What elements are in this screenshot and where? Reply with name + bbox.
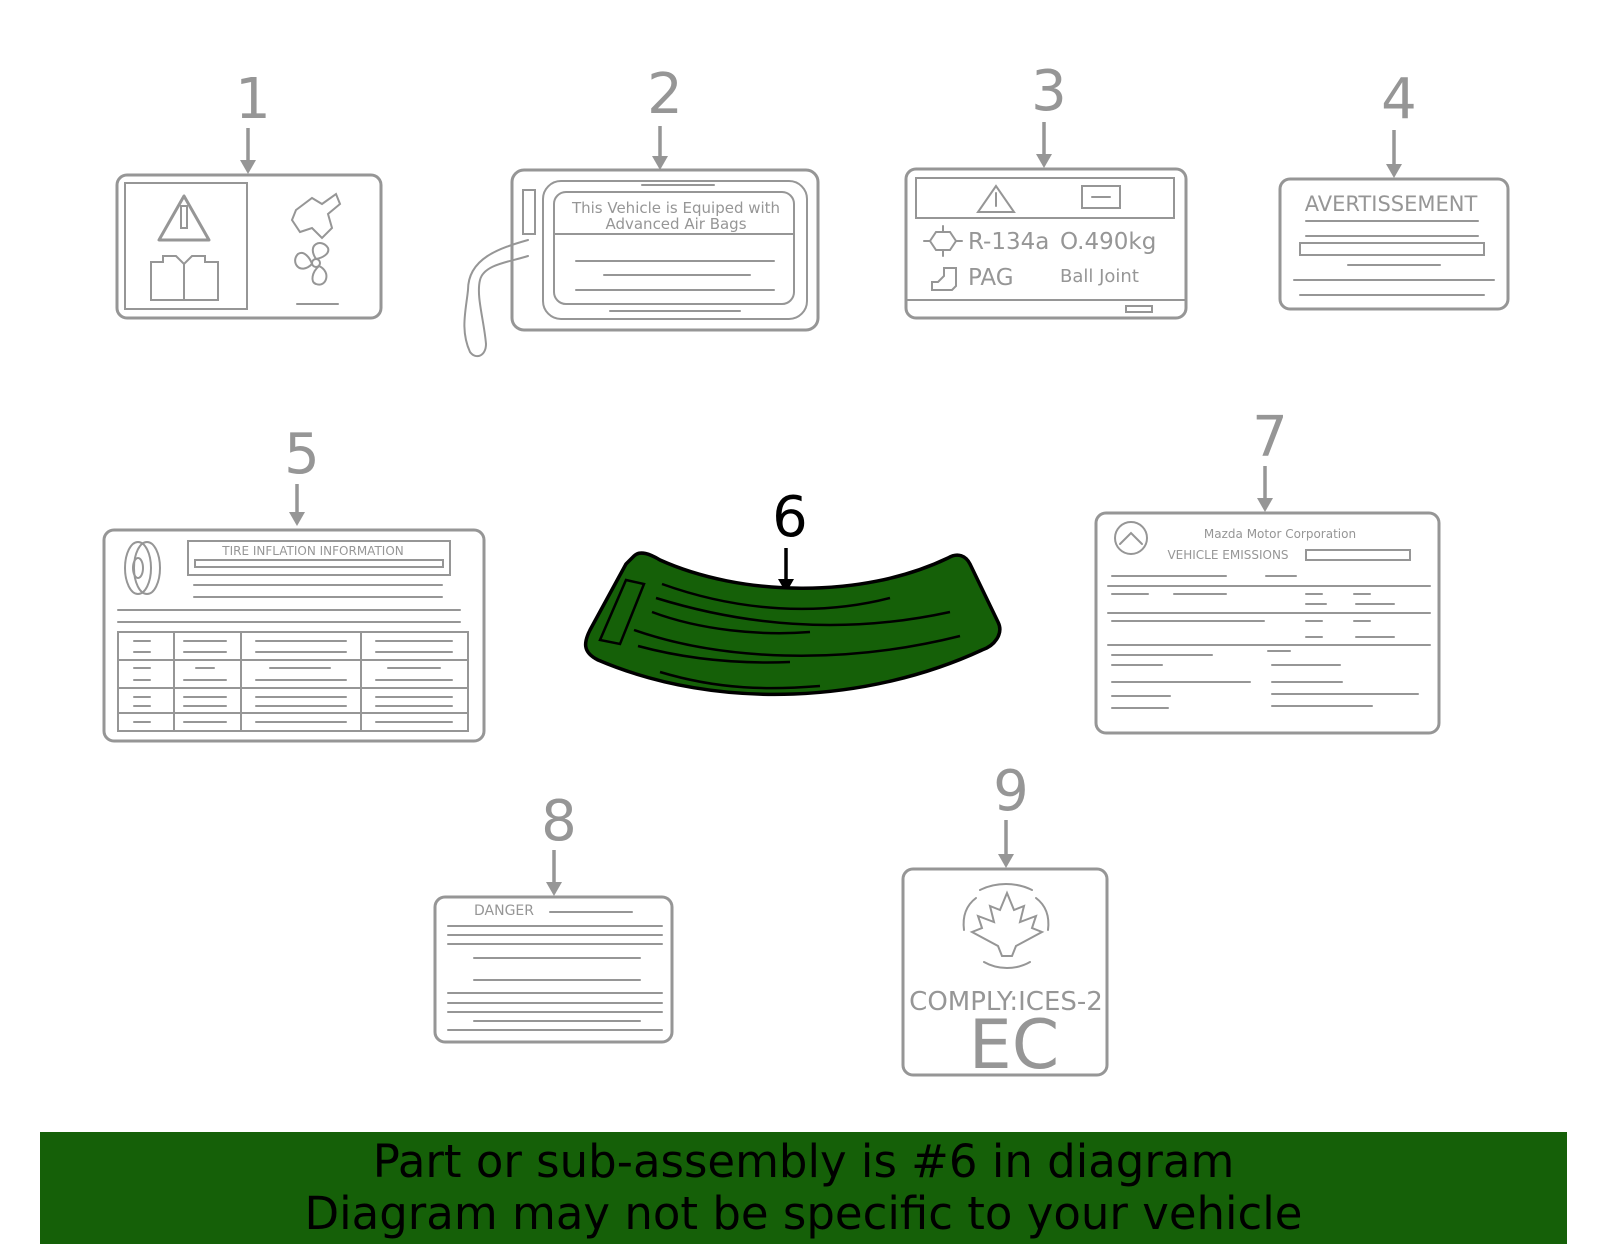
label-header-box <box>915 177 1175 219</box>
part-line <box>651 610 811 635</box>
warning-triangle-icon <box>157 194 211 242</box>
callout-number: 8 <box>541 789 577 854</box>
label-outline <box>433 895 674 1044</box>
label-outline <box>102 528 486 743</box>
avertissement-title: AVERTISSEMENT <box>1305 192 1478 216</box>
refrigerant-type: R-134a <box>968 229 1049 255</box>
part-5-tire-label[interactable]: 5 TIRE INFLATION INFORMATION <box>102 422 486 743</box>
manual-icon <box>1081 185 1121 209</box>
arrowhead <box>546 882 562 896</box>
text-box <box>1305 549 1411 561</box>
mazda-logo-icon <box>1114 521 1148 555</box>
label-outline <box>1094 511 1441 735</box>
part-line <box>655 596 951 627</box>
label-inner-frame <box>542 180 808 320</box>
arrowhead <box>778 579 794 593</box>
callout-number: 1 <box>235 67 271 132</box>
ball-joint-text: Ball Joint <box>1060 266 1139 287</box>
label-outline <box>115 173 383 320</box>
emissions-text-lines <box>1107 575 1431 709</box>
header-box <box>187 540 451 576</box>
manual-book-icon <box>150 255 219 301</box>
banner-line-1: Part or sub-assembly is #6 in diagram <box>372 1135 1235 1188</box>
comply-text: COMPLY:ICES-2 <box>909 987 1103 1017</box>
part-3-ac-label[interactable]: 3 R-134a O.490kg PAG Ball Joint <box>904 59 1188 320</box>
airbag-text-line-1: This Vehicle is Equiped with <box>571 199 780 217</box>
part-6-highlighted-label[interactable]: 6 <box>583 485 1002 697</box>
arrowhead <box>240 160 256 174</box>
maple-leaf-icon <box>962 883 1050 969</box>
part-line <box>633 628 961 657</box>
part-line <box>661 582 891 611</box>
callout-number: 2 <box>647 62 683 127</box>
label-outline <box>904 167 1188 320</box>
part-7-emissions-label[interactable]: 7 Mazda Motor Corporation VEHICLE EMISSI… <box>1094 405 1441 735</box>
oil-can-icon <box>931 267 957 291</box>
part-8-danger-label[interactable]: 8 DANGER <box>433 789 674 1044</box>
tire-icon <box>124 541 161 595</box>
tag-slot <box>522 189 536 235</box>
ec-text: EC <box>969 1006 1059 1085</box>
label-outline <box>510 168 820 332</box>
part-tab-outline <box>598 578 646 646</box>
mazda-corp-text: Mazda Motor Corporation <box>1204 527 1356 541</box>
fan-icon <box>294 242 330 286</box>
emissions-title: VEHICLE EMISSIONS <box>1167 548 1288 562</box>
tag-strap <box>463 239 529 358</box>
danger-title: DANGER <box>474 903 534 919</box>
arrowhead <box>1386 164 1402 178</box>
arrowhead <box>1257 498 1273 512</box>
tire-table <box>117 631 469 732</box>
part-line <box>637 644 791 664</box>
label-panel <box>124 182 248 310</box>
text-box <box>1299 242 1485 256</box>
tab <box>1125 305 1153 313</box>
callout-number: 6 <box>772 485 808 550</box>
label-outline <box>1278 177 1510 311</box>
arrowhead <box>652 156 668 170</box>
refrigerant-amount: O.490kg <box>1060 229 1156 255</box>
info-banner: Part or sub-assembly is #6 in diagram Di… <box>40 1132 1567 1244</box>
danger-text-lines <box>447 911 663 1031</box>
airbag-text-line-2: Advanced Air Bags <box>605 215 746 233</box>
callout-number: 7 <box>1252 405 1288 470</box>
oil-type: PAG <box>968 265 1014 291</box>
callout-number: 3 <box>1031 59 1067 124</box>
exclamation-icon <box>180 205 188 229</box>
arrowhead <box>998 854 1014 868</box>
warning-triangle-icon <box>976 184 1016 213</box>
part-9-canada-label[interactable]: 9 COMPLY:ICES-2 EC <box>901 759 1109 1085</box>
label-text-box <box>553 191 795 305</box>
part-2-airbag-tag[interactable]: 2 This Vehicle is Equiped with Advanced … <box>463 62 820 358</box>
label-outline <box>901 867 1109 1077</box>
tire-info-title: TIRE INFLATION INFORMATION <box>221 544 404 558</box>
part-4-avertissement-label[interactable]: 4 AVERTISSEMENT <box>1278 67 1510 311</box>
parts-diagram: 1 2 This Vehicle is Equiped with Advance… <box>102 59 1510 1085</box>
part-line <box>659 670 821 690</box>
airbag-person-icon <box>290 192 342 240</box>
banner-line-2: Diagram may not be specific to your vehi… <box>304 1187 1303 1240</box>
arrowhead <box>289 512 305 526</box>
part-1-warning-label[interactable]: 1 <box>115 67 383 320</box>
callout-number: 5 <box>284 422 320 487</box>
callout-number: 4 <box>1381 67 1417 132</box>
arrowhead <box>1036 154 1052 168</box>
refrigerant-icon <box>923 225 963 257</box>
text-box <box>194 559 444 568</box>
callout-number: 9 <box>993 759 1029 824</box>
